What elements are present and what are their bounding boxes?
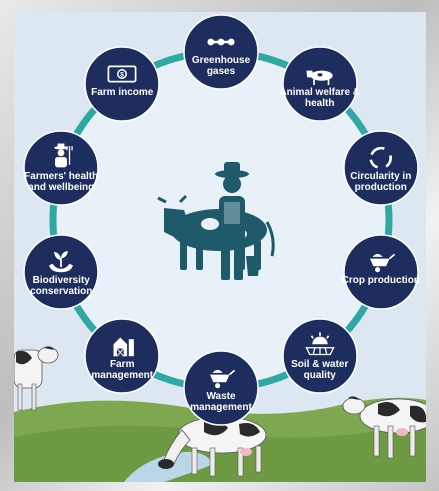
node-biodiversity [23, 234, 99, 310]
node-circle [183, 14, 259, 90]
node-farm-income: $ [84, 46, 160, 122]
node-circle [343, 234, 419, 310]
cow-left-icon [14, 346, 59, 411]
molecule-icon [207, 38, 235, 46]
node-label-animal-welfare: Animal welfare & health [279, 87, 361, 110]
node-crop [343, 234, 419, 310]
node-circle [343, 130, 419, 206]
node-farm-mgmt [84, 318, 160, 394]
sun-field-icon [305, 332, 335, 356]
cycle-icon [369, 146, 392, 169]
node-label-crop: Crop production [341, 274, 420, 286]
node-circle [23, 130, 99, 206]
cow-right-icon [342, 396, 426, 459]
barn-icon [113, 337, 135, 357]
node-circle [281, 46, 358, 122]
farmer-with-cow-icon [157, 162, 275, 280]
node-circle [84, 46, 160, 122]
node-farmers-health [23, 130, 99, 206]
node-label-soil-water: Soil & water quality [291, 358, 349, 381]
node-circle [183, 350, 259, 426]
farmer-icon [54, 143, 73, 168]
node-animal-welfare [281, 46, 358, 122]
cow-icon [306, 70, 333, 86]
node-label-farmers-health: Farmers' health and wellbeing [24, 171, 99, 194]
node-label-farm-mgmt: Farm management [91, 358, 154, 381]
money-icon: $ [107, 65, 137, 83]
node-circle [281, 318, 358, 394]
svg-text:$: $ [120, 72, 124, 79]
node-label-farm-income: Farm income [91, 87, 154, 99]
node-label-waste: Waste management [190, 391, 252, 413]
node-waste [183, 350, 259, 426]
wheelbarrow-icon [209, 369, 236, 389]
node-label-biodiversity: Biodiversity conservation [30, 274, 93, 297]
node-greenhouse [183, 14, 259, 90]
node-soil-water [281, 318, 358, 394]
node-label-greenhouse: Greenhouse gases [191, 55, 251, 77]
hands-plant-icon [49, 250, 74, 273]
node-circularity [343, 130, 419, 206]
wheelbarrow-icon [369, 253, 395, 273]
node-label-circularity: Circularity in production [350, 171, 412, 194]
